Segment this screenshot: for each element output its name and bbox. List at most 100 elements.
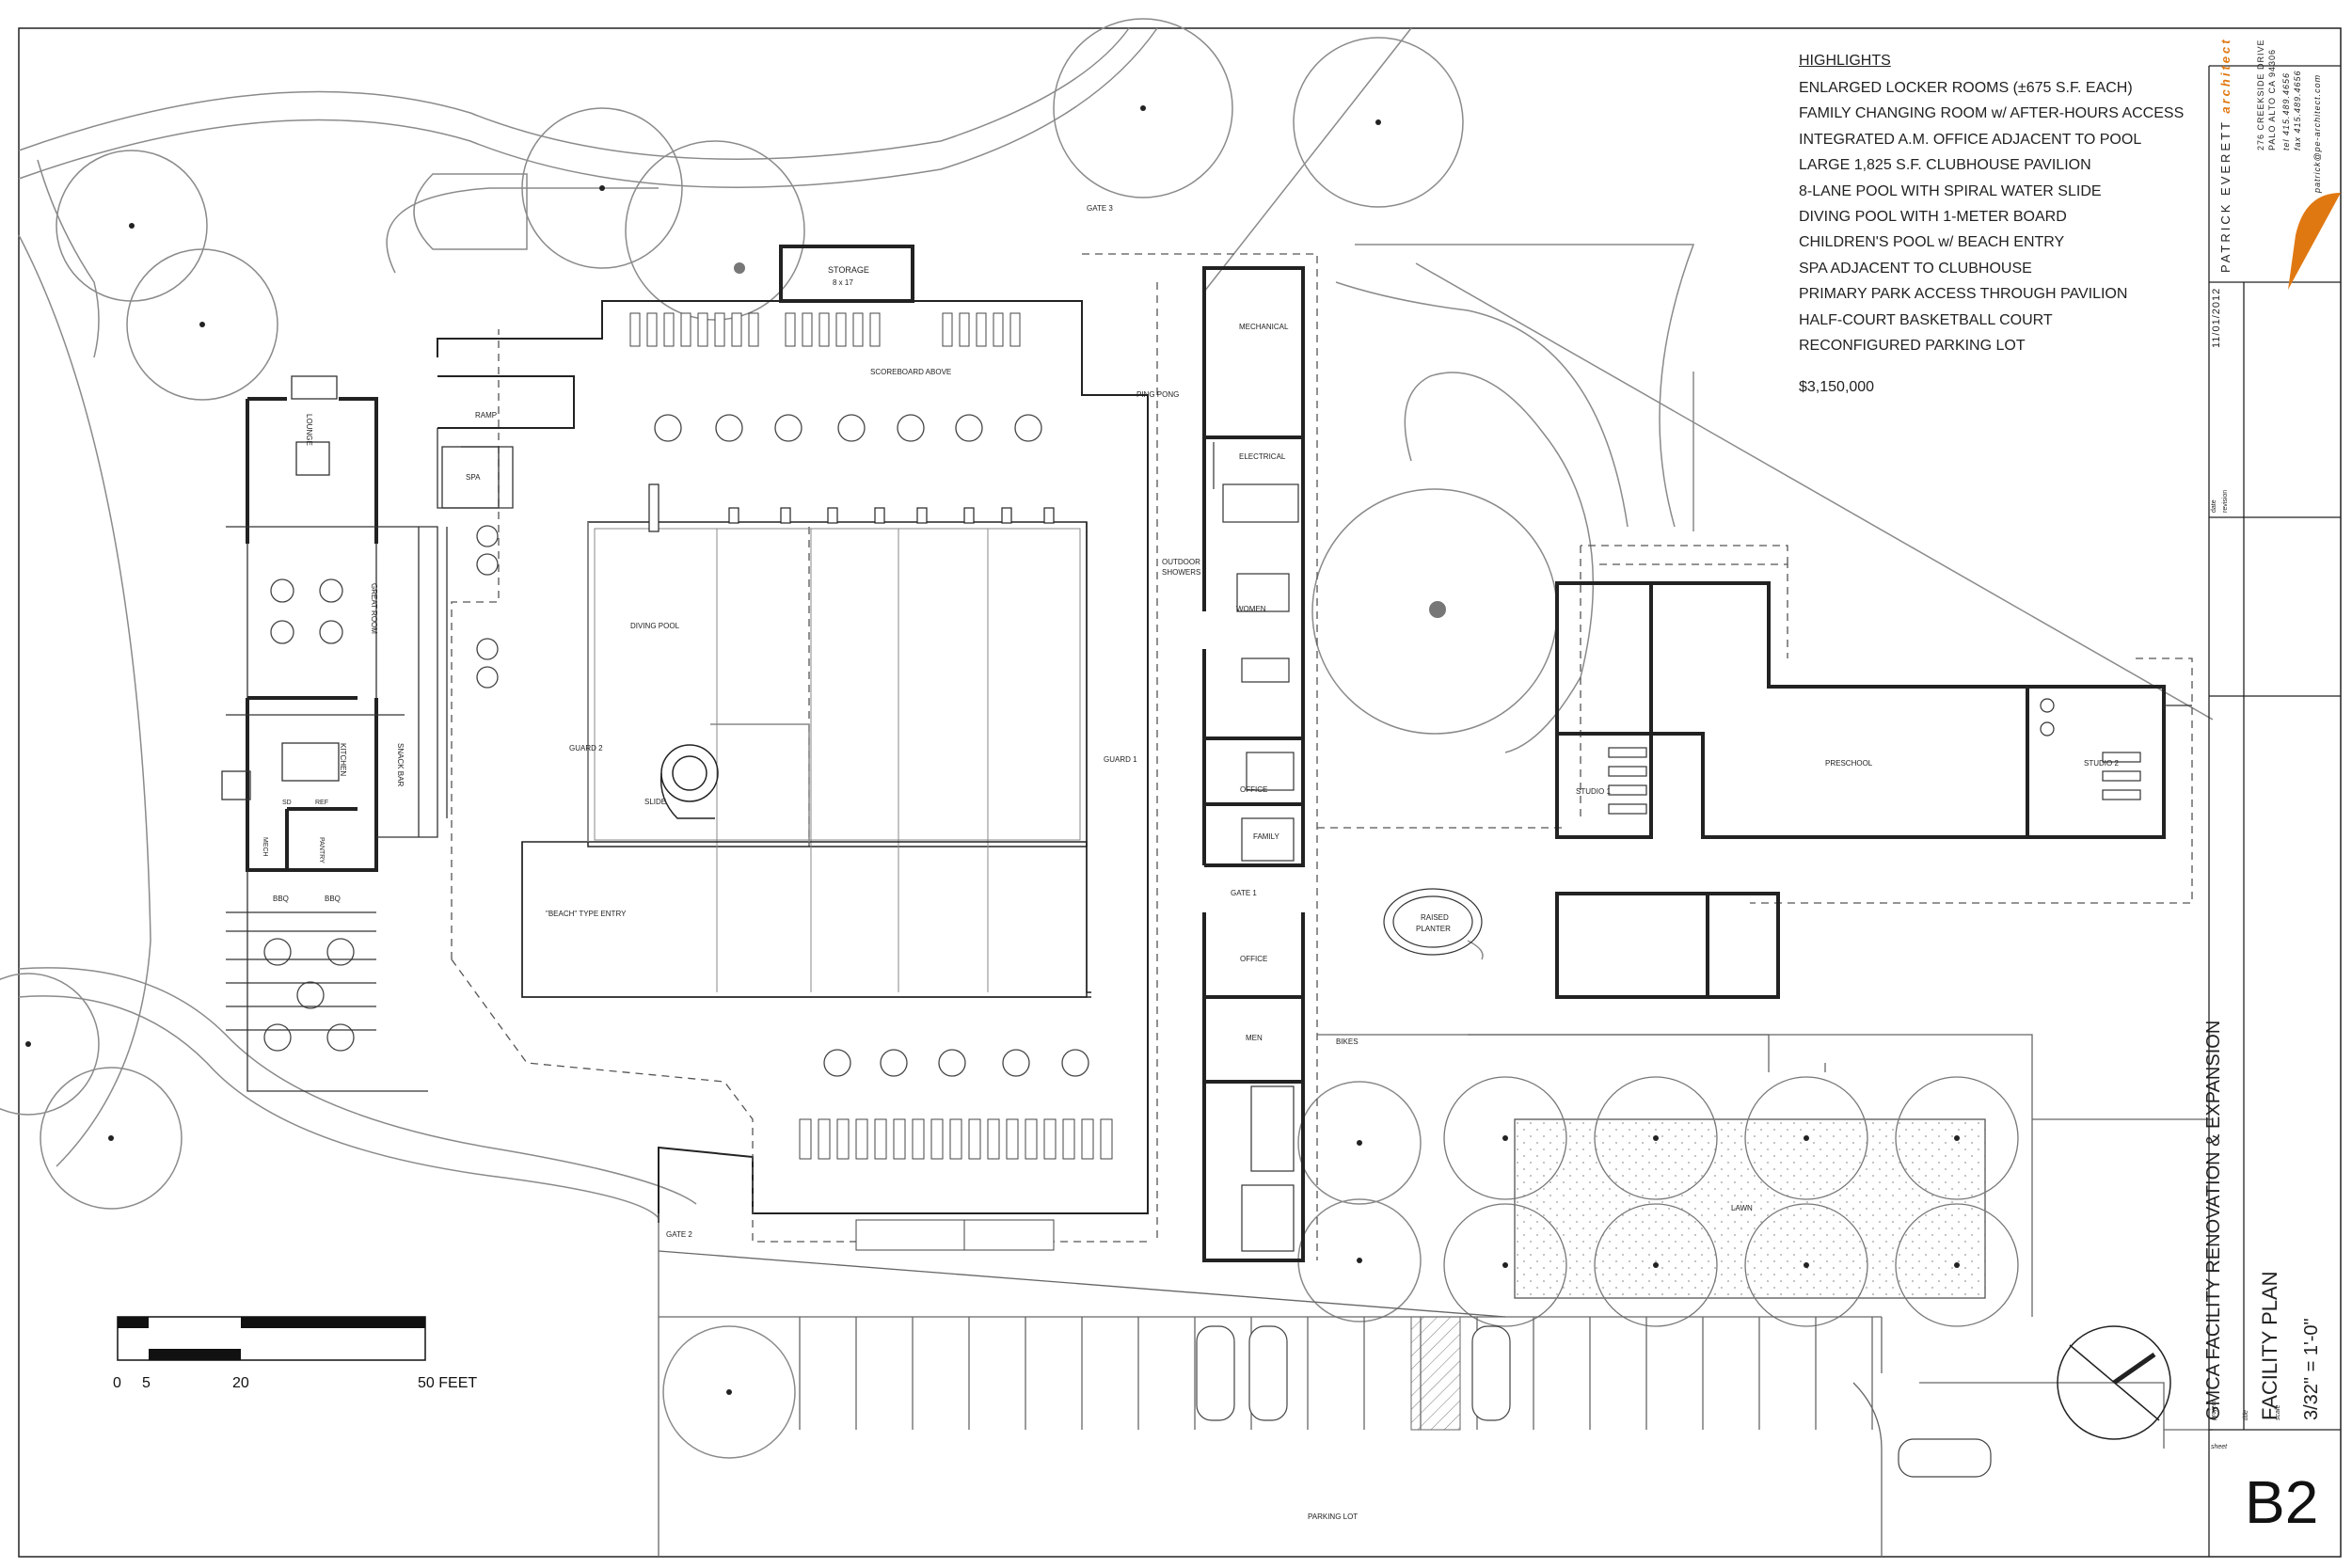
site-landscape [0, 18, 2214, 1459]
label-planter: PLANTER [1416, 925, 1451, 933]
clubhouse-thin [221, 375, 514, 1092]
label-guard-2: GUARD 2 [569, 744, 603, 752]
label-women: WOMEN [1236, 605, 1266, 613]
highlight-item: HALF-COURT BASKETBALL COURT [1799, 311, 2053, 328]
label-preschool: PRESCHOOL [1825, 759, 1873, 768]
firm-fax: fax 415.489.4656 [2293, 70, 2302, 150]
label-gate-2: GATE 2 [666, 1230, 692, 1239]
label-studio-2: STUDIO 2 [2084, 759, 2119, 768]
highlight-item: DIVING POOL WITH 1-METER BOARD [1799, 209, 2067, 226]
label-spa: SPA [466, 473, 481, 482]
label-mechanical: MECHANICAL [1239, 323, 1289, 331]
spiral-slide [660, 744, 719, 819]
lawn-area [1514, 1118, 1986, 1299]
hatched-stall [1410, 1316, 1461, 1431]
label-storage: STORAGE [828, 265, 869, 275]
sheet-label: sheet [2211, 1444, 2228, 1450]
label-slide: SLIDE [644, 798, 666, 806]
lawn-trees [1443, 1076, 2019, 1327]
clubhouse-walls [246, 397, 378, 872]
label-ramp: RAMP [475, 411, 497, 420]
lounge-chairs [629, 312, 1113, 1251]
north-arrow [2057, 1325, 2171, 1440]
label-parking-lot: PARKING LOT [1308, 1513, 1358, 1521]
label-beach-entry: "BEACH" TYPE ENTRY [546, 910, 627, 918]
lawn-tree-dots [1502, 1135, 1960, 1268]
highlight-item: 8-LANE POOL WITH SPIRAL WATER SLIDE [1799, 182, 2102, 199]
label-bbq-1: BBQ [273, 895, 289, 903]
deck-tables [263, 414, 1089, 1077]
highlight-item: SPA ADJACENT TO CLUBHOUSE [1799, 260, 2032, 277]
pool-deck-walls [437, 245, 1149, 1223]
label-guard-1: GUARD 1 [1104, 755, 1137, 764]
label-lawn: LAWN [1731, 1204, 1753, 1212]
label-gate3: GATE 3 [1087, 204, 1113, 213]
label-outdoor: OUTDOOR [1162, 558, 1200, 566]
logo-swoosh [2288, 193, 2341, 290]
scale-tick-5: 5 [142, 1375, 151, 1391]
label-diving-pool: DIVING POOL [630, 622, 680, 630]
graphic-scale [117, 1316, 426, 1361]
project-cost: $3,150,000 [1799, 379, 1875, 396]
label-bbq-2: BBQ [325, 895, 341, 903]
label-showers: SHOWERS [1162, 568, 1200, 577]
plaza-edges [1317, 1034, 2213, 1317]
firm-suffix: architect [2218, 37, 2233, 114]
highlight-item: FAMILY CHANGING ROOM w/ AFTER-HOURS ACCE… [1799, 105, 2185, 122]
label-bikes: BIKES [1336, 1037, 1359, 1046]
label-snack-bar: SNACK BAR [396, 743, 405, 786]
firm-address-1: 276 CREEKSIDE DRIVE [2256, 39, 2265, 150]
locker-building [1202, 266, 1305, 1262]
label-ping-pong: PING PONG [1136, 390, 1179, 399]
highlight-item: LARGE 1,825 S.F. CLUBHOUSE PAVILION [1799, 157, 2091, 174]
firm-email: patrick@pe-architect.com [2312, 73, 2322, 193]
label-office-2: OFFICE [1240, 955, 1267, 963]
highlight-item: ENLARGED LOCKER ROOMS (±675 S.F. EACH) [1799, 80, 2133, 96]
tree-centers [25, 105, 1381, 1395]
highlight-item: RECONFIGURED PARKING LOT [1799, 338, 2026, 355]
project-name: GMCA FACILITY RENOVATION & EXPANSION [2203, 1020, 2224, 1420]
parked-cars [1196, 1325, 1992, 1478]
highlights-block: HIGHLIGHTS ENLARGED LOCKER ROOMS (±675 S… [1799, 53, 2185, 396]
scale-tick-50: 50 FEET [418, 1375, 478, 1391]
starting-blocks [648, 483, 1055, 532]
preschool-building [1555, 581, 2166, 999]
title-block-frame [2208, 65, 2341, 1557]
scale-tick-20: 20 [232, 1375, 249, 1391]
locker-building-thin [1213, 442, 1299, 1252]
drawing-date: 11/01/2012 [2211, 287, 2222, 348]
label-studio-1: STUDIO 1 [1576, 787, 1611, 796]
sheet-border [18, 27, 2342, 1558]
drawing-scale: 3/32" = 1'-0" [2301, 1318, 2322, 1420]
label-storage-size: 8 x 17 [833, 278, 853, 287]
label-raised: RAISED [1421, 913, 1449, 922]
label-office-1: OFFICE [1240, 785, 1267, 794]
label-mech: MECH [262, 837, 268, 857]
sheet-title: FACILITY PLAN [2258, 1271, 2281, 1420]
highlight-item: PRIMARY PARK ACCESS THROUGH PAVILION [1799, 286, 2128, 303]
label-family: FAMILY [1253, 832, 1280, 841]
label-pantry: PANTRY [318, 837, 325, 863]
highlight-item: INTEGRATED A.M. OFFICE ADJACENT TO POOL [1799, 131, 2142, 148]
highlight-item: CHILDREN'S POOL w/ BEACH ENTRY [1799, 234, 2065, 251]
firm-name: PATRICK EVERETT architect [2218, 37, 2233, 273]
firm-tel: tel 415.489.4656 [2281, 71, 2291, 150]
label-sd: SD [282, 800, 292, 806]
scale-tick-0: 0 [113, 1375, 121, 1391]
main-pool [521, 521, 1091, 998]
firm-name-text: PATRICK EVERETT [2218, 119, 2233, 273]
label-men: MEN [1246, 1034, 1263, 1042]
label-lounge: LOUNGE [305, 414, 313, 446]
label-great-room: GREAT ROOM [370, 583, 378, 634]
label-gate1: GATE 1 [1231, 889, 1257, 897]
room-labels: STORAGE 8 x 17 SCOREBOARD ABOVE GATE 3 R… [262, 204, 2119, 1521]
date-label: date [2211, 499, 2217, 513]
preschool-thin [1383, 698, 2192, 956]
firm-address-2: PALO ALTO CA 94306 [2267, 48, 2277, 150]
label-ref: REF [315, 800, 328, 806]
revision-label: revision [2222, 489, 2229, 513]
title-label: title [2243, 1410, 2249, 1420]
label-scoreboard: SCOREBOARD ABOVE [870, 368, 951, 376]
label-electrical: ELECTRICAL [1239, 452, 1286, 461]
